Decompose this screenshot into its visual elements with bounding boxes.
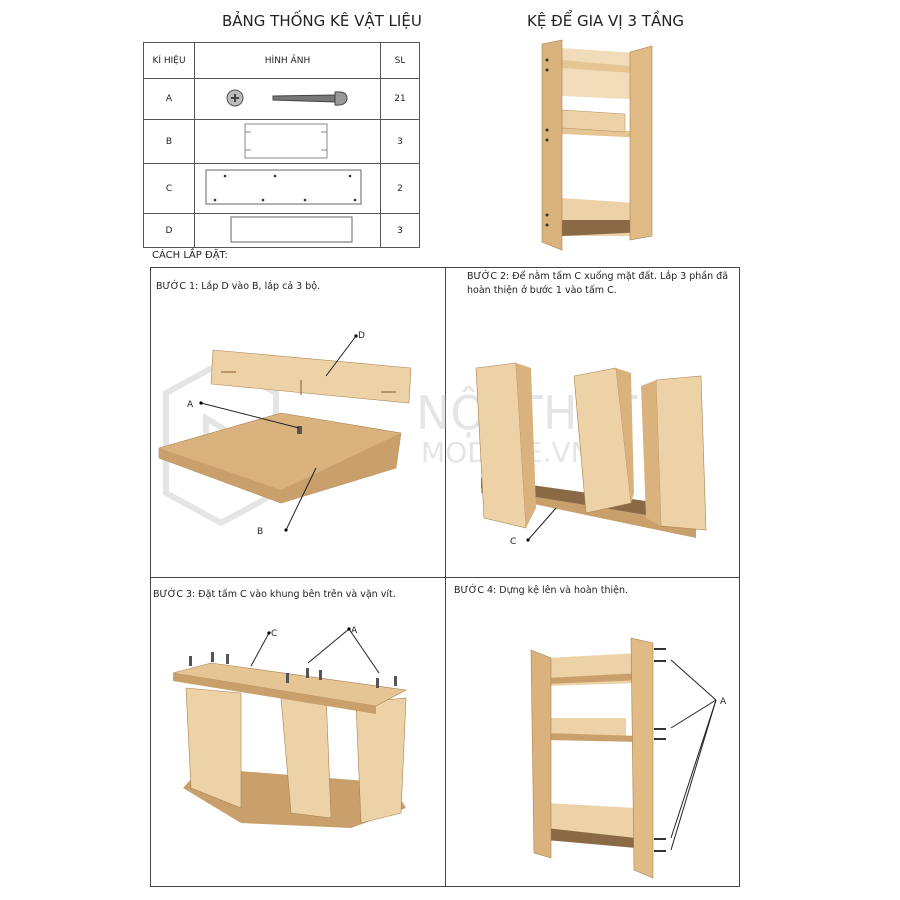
row-code: C <box>143 163 195 214</box>
label-c: C <box>510 537 516 547</box>
header-code: KÍ HIỆU <box>143 42 195 79</box>
screw-image <box>194 78 381 120</box>
label-d: D <box>358 331 365 341</box>
row-qty: 3 <box>380 213 420 248</box>
row-qty: 21 <box>380 78 420 120</box>
steps-grid: NỘI THẤT MODULE.VN BƯỚC 1: Lắp D vào B, … <box>150 267 740 887</box>
step-3-illustration: C A <box>172 626 407 828</box>
label-a: A <box>351 626 358 636</box>
table-row: B 3 <box>143 119 420 164</box>
step-2-illustration: C <box>475 362 707 547</box>
step-1-illustration: D A B <box>158 331 412 537</box>
step-3-text: BƯỚC 3: Đặt tấm C vào khung bên trên và … <box>153 589 396 600</box>
label-b: B <box>257 527 263 537</box>
label-a: A <box>187 400 194 410</box>
product-title: KỆ ĐỂ GIA VỊ 3 TẦNG <box>527 12 685 30</box>
row-code: B <box>143 119 195 164</box>
label-c: C <box>271 629 277 639</box>
row-qty: 3 <box>380 119 420 164</box>
step-2-text: BƯỚC 2: Để nằm tấm C xuống mặt đất. Lắp … <box>467 271 729 296</box>
bill-of-materials-table: KÍ HIỆU HÌNH ẢNH SL A 21 B 3 C <box>143 42 420 248</box>
header-image: HÌNH ẢNH <box>194 42 381 79</box>
step-1-text: BƯỚC 1: Lắp D vào B, lắp cả 3 bộ. <box>156 281 321 292</box>
panel-b-image <box>194 119 381 164</box>
table-row: C 2 <box>143 163 420 214</box>
step-4-text: BƯỚC 4: Dựng kệ lên và hoàn thiện. <box>454 585 628 596</box>
table-row: A 21 <box>143 78 420 120</box>
header-qty: SL <box>380 42 420 79</box>
table-header-row: KÍ HIỆU HÌNH ẢNH SL <box>143 42 420 79</box>
bom-title: BẢNG THỐNG KÊ VẬT LIỆU <box>222 12 422 30</box>
divider <box>151 577 739 578</box>
finished-shelf-illustration <box>541 39 653 251</box>
screw-icon <box>226 89 348 106</box>
row-qty: 2 <box>380 163 420 214</box>
panel-d-image <box>194 213 381 248</box>
instructions-heading: CÁCH LẮP ĐẶT: <box>152 250 228 261</box>
row-code: D <box>143 213 195 248</box>
step-4-illustration: A <box>530 637 727 879</box>
label-a: A <box>720 697 727 707</box>
row-code: A <box>143 78 195 120</box>
panel-c-image <box>194 163 381 214</box>
table-row: D 3 <box>143 213 420 248</box>
